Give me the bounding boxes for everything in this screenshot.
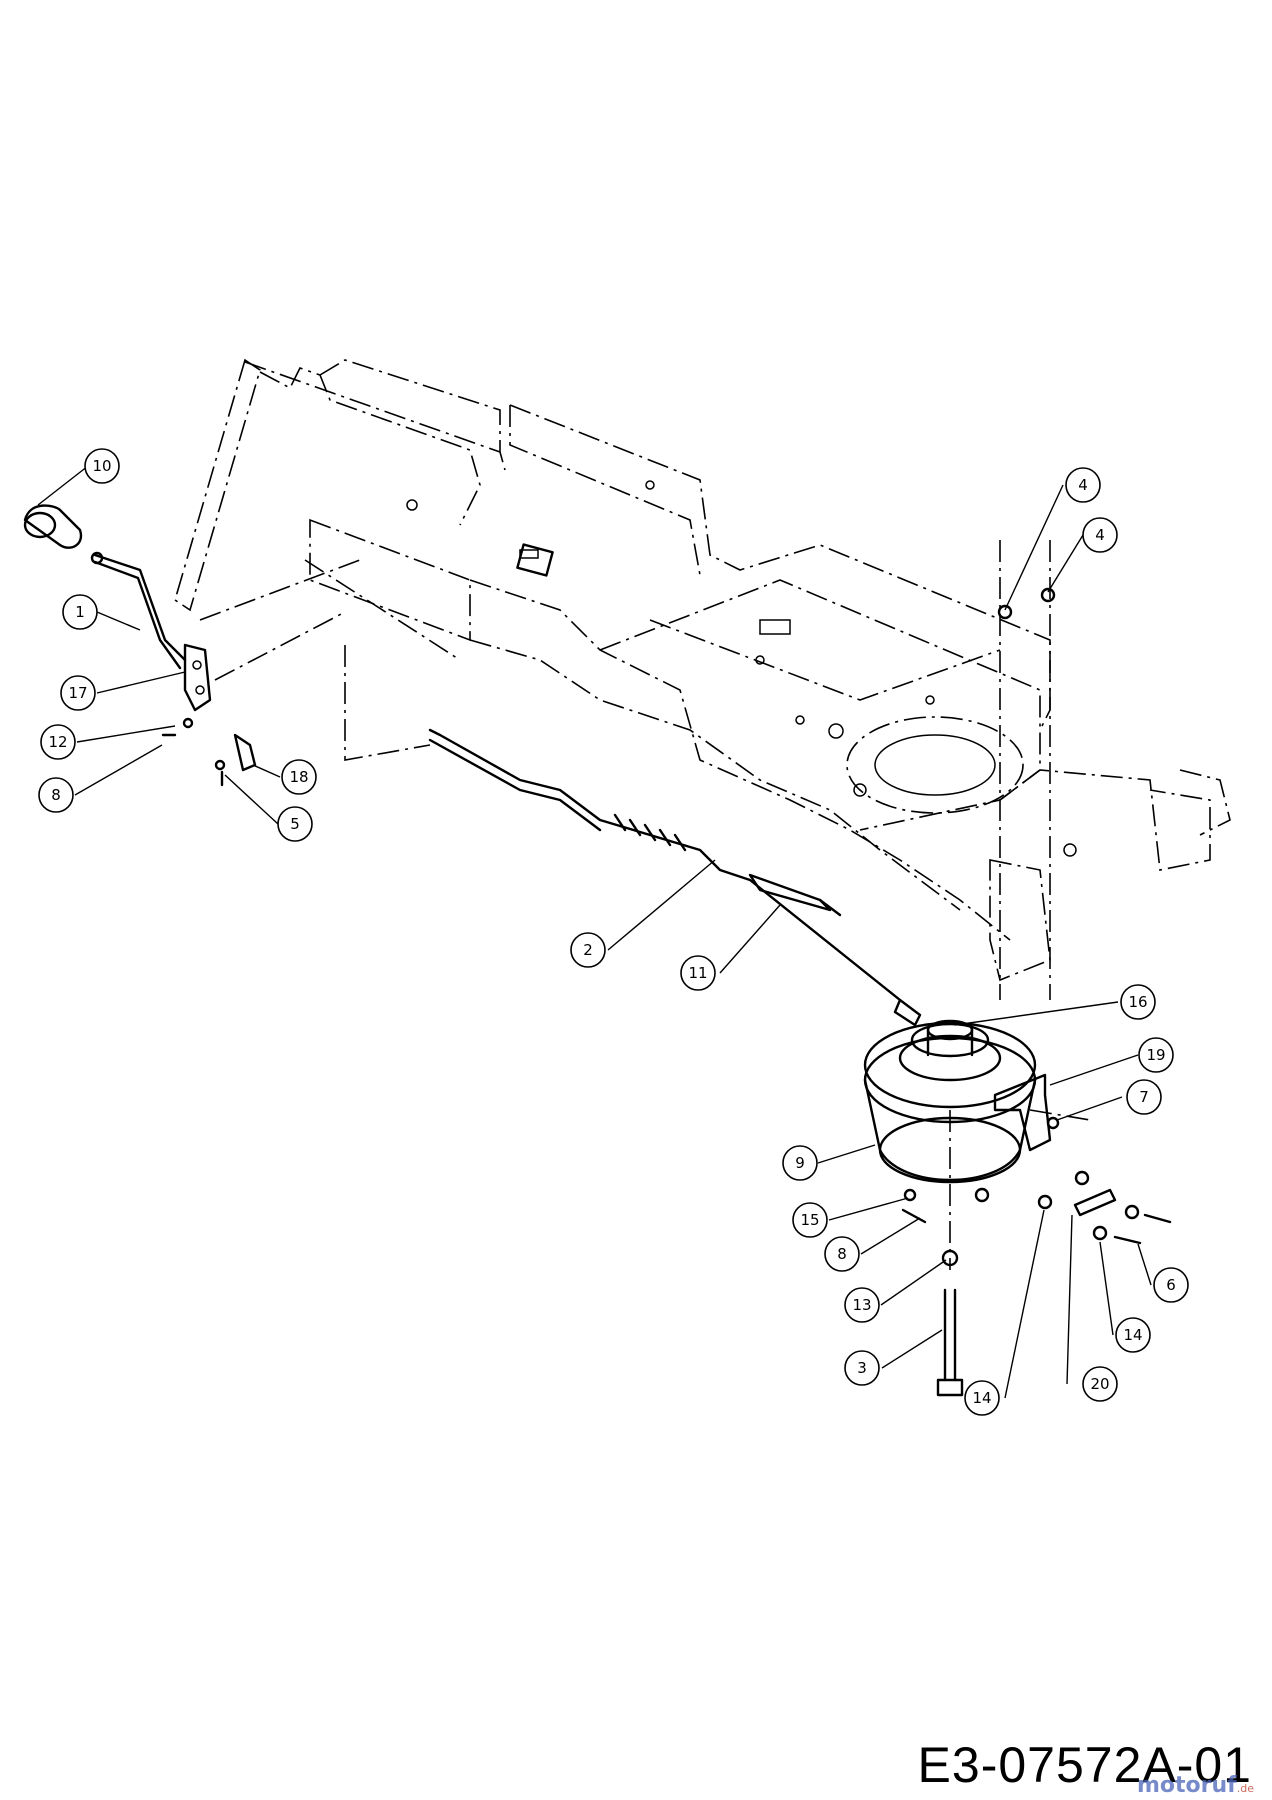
callout-label: 14 — [1123, 1326, 1142, 1344]
callout-2: 2 — [570, 932, 606, 968]
callout-11: 11 — [680, 955, 716, 991]
chassis-frame — [174, 358, 1231, 982]
callout-label: 6 — [1166, 1276, 1176, 1294]
callout-label: 18 — [289, 768, 308, 786]
drawing-number: E3-07572A-01 — [917, 1737, 1252, 1793]
callout-9: 9 — [782, 1145, 818, 1181]
left-hardware — [161, 717, 257, 787]
callout-8: 8 — [38, 777, 74, 813]
callout-13: 13 — [844, 1287, 880, 1323]
callout-label: 1 — [75, 603, 85, 621]
callout-12: 12 — [40, 724, 76, 760]
callout-label: 4 — [1095, 526, 1105, 544]
callout-6: 6 — [1153, 1267, 1189, 1303]
callout-label: 13 — [852, 1296, 871, 1314]
callout-8b: 8 — [824, 1236, 860, 1272]
callout-label: 19 — [1146, 1046, 1165, 1064]
callout-markers: 10 1 17 12 8 18 5 4 4 2 11 16 19 7 9 15 … — [38, 448, 1189, 1416]
callout-label: 11 — [688, 964, 707, 982]
callout-label: 17 — [68, 684, 87, 702]
callout-3: 3 — [844, 1350, 880, 1386]
callout-20: 20 — [1082, 1366, 1118, 1402]
watermark-text: motoruf — [1136, 1773, 1237, 1798]
callout-label: 20 — [1090, 1375, 1109, 1393]
callout-leaders — [37, 465, 1152, 1399]
callout-17: 17 — [60, 675, 96, 711]
callout-15: 15 — [792, 1202, 828, 1238]
watermark-logo: motoruf.de — [1137, 1773, 1254, 1798]
rod-spring-part — [428, 728, 922, 1027]
callout-4a: 4 — [1065, 467, 1101, 503]
callout-label: 8 — [837, 1245, 847, 1263]
callout-label: 8 — [51, 786, 61, 804]
assembly-lines — [199, 540, 1091, 1270]
watermark-tld: .de — [1236, 1782, 1254, 1795]
lever-part — [90, 551, 187, 670]
callout-label: 4 — [1078, 476, 1088, 494]
callout-16: 16 — [1120, 984, 1156, 1020]
callout-14b: 14 — [964, 1380, 1000, 1416]
callout-label: 15 — [800, 1211, 819, 1229]
clutch-assembly — [863, 1019, 1060, 1203]
callout-10: 10 — [84, 448, 120, 484]
knob-part — [23, 504, 83, 549]
callout-4b: 4 — [1082, 517, 1118, 553]
callout-7: 7 — [1126, 1079, 1162, 1115]
callout-1: 1 — [62, 594, 98, 630]
callout-19: 19 — [1138, 1037, 1174, 1073]
callout-label: 3 — [857, 1359, 867, 1377]
callout-5: 5 — [277, 806, 313, 842]
callout-label: 10 — [92, 457, 111, 475]
callout-label: 14 — [972, 1389, 991, 1407]
callout-label: 9 — [795, 1154, 805, 1172]
callout-18: 18 — [281, 759, 317, 795]
callout-label: 7 — [1139, 1088, 1149, 1106]
callout-label: 2 — [583, 941, 593, 959]
callout-14a: 14 — [1115, 1317, 1151, 1353]
callout-label: 5 — [290, 815, 300, 833]
right-hardware — [901, 587, 1172, 1397]
bracket-part-17 — [183, 643, 212, 712]
callout-label: 16 — [1128, 993, 1147, 1011]
callout-label: 12 — [48, 733, 67, 751]
